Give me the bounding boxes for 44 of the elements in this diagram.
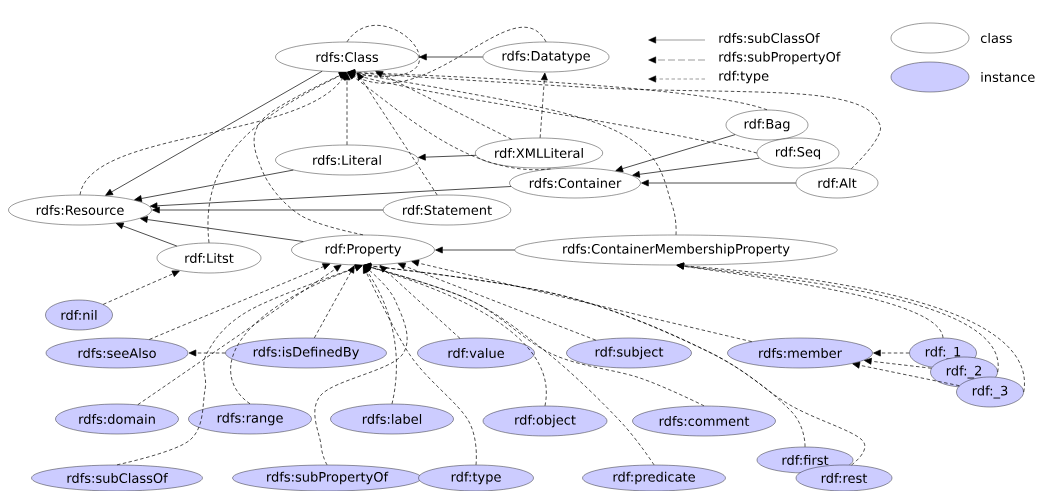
arrow [418,153,477,161]
dashed-arrow [116,264,363,466]
dashed-arrow [873,349,910,357]
dashed-arrow [343,72,351,146]
arrow [419,53,484,61]
arrow [641,179,797,187]
dashed-arrow [347,69,768,111]
arrow [140,216,304,242]
arrow [632,157,760,178]
dashed-arrow [137,264,342,406]
dashed-arrow [347,71,758,154]
dashed-arrow [363,262,866,466]
dashed-arrow [864,357,932,369]
dashed-arrow [356,72,438,196]
dashed-arrow [207,72,347,244]
dashed-arrow [411,259,753,342]
arrow [115,222,178,247]
dashed-arrow [314,265,355,339]
dashed-arrow [676,262,1025,393]
dashed-arrow [102,270,180,305]
arrow [615,134,736,172]
dashed-arrow [852,361,960,387]
dashed-arrow [188,349,226,357]
dashed-arrow [79,72,347,196]
legend-label: rdfs:subPropertyOf [719,51,841,65]
dashed-arrow [375,71,512,140]
arrow [149,186,512,210]
dashed-arrow [347,72,551,170]
legend-label: rdfs:subClassOf [719,32,820,44]
dashed-arrow [363,263,655,466]
dashed-arrow [539,72,548,139]
arrow [105,70,323,196]
dashed-arrow [379,265,461,339]
legend-label: instance [981,71,1035,83]
dashed-arrow [397,262,597,341]
dashed-arrow [149,263,331,340]
arrow [435,246,515,254]
legend-label: rdf:type [719,70,769,84]
dashed-arrow [676,262,999,373]
dashed-arrow [347,70,677,236]
legend-label: class [980,32,1012,44]
arrow [134,169,294,202]
arrow [152,206,384,214]
dashed-arrow [363,265,477,466]
